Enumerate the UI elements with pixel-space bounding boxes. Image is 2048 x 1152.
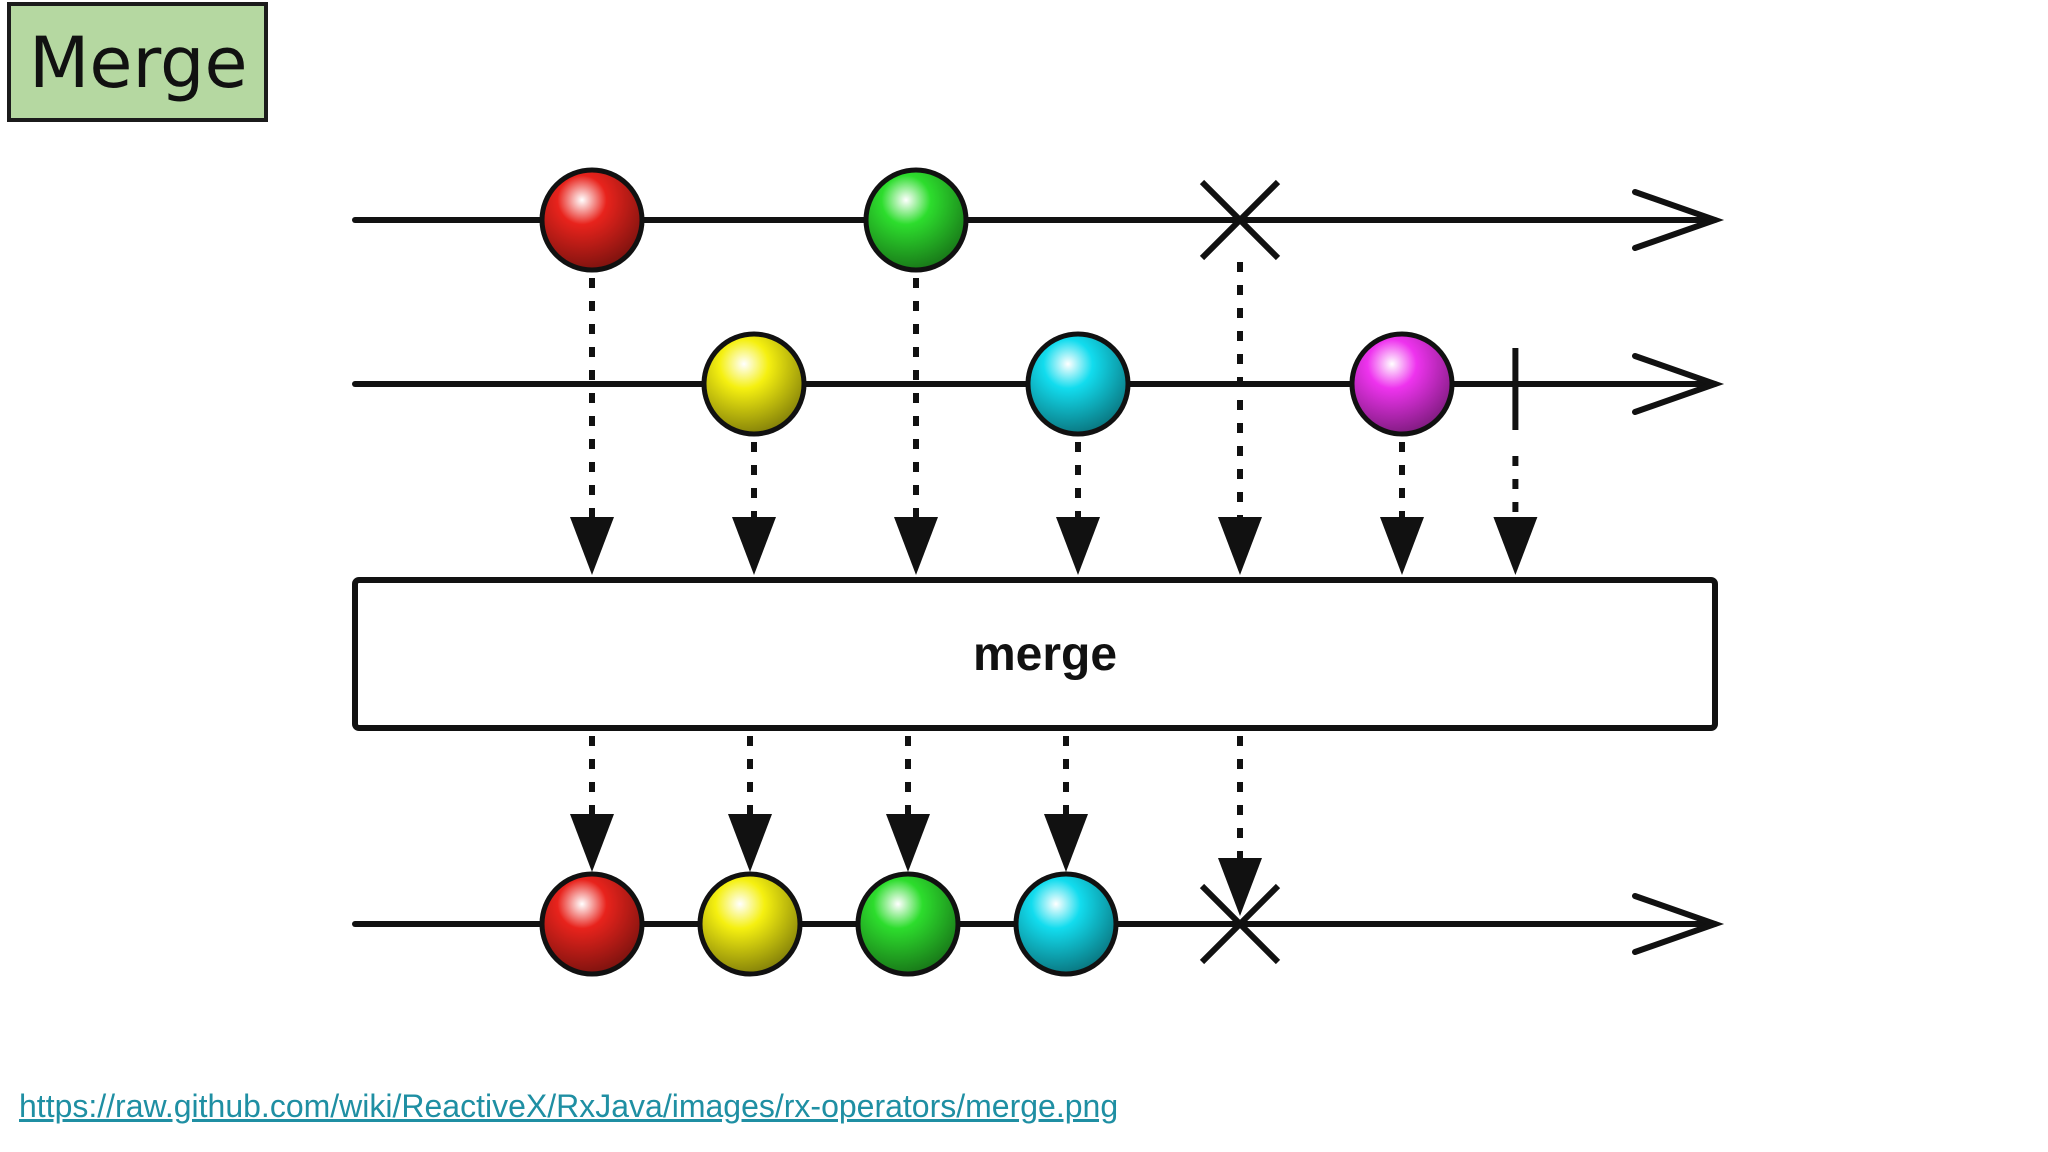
output-error-mark xyxy=(1199,883,1281,965)
output-arrow-4 xyxy=(1044,736,1088,872)
operator-box-layer: merge xyxy=(352,577,1718,731)
input-1-arrow-1 xyxy=(570,278,614,575)
input-2-marble-yellow xyxy=(701,331,807,437)
input-2-arrow-1 xyxy=(732,442,776,575)
input-1-error-mark xyxy=(1199,179,1281,261)
input-2-complete-arrow xyxy=(1493,456,1538,575)
output-marble-cyan xyxy=(1013,871,1119,977)
source-link[interactable]: https://raw.github.com/wiki/ReactiveX/Rx… xyxy=(19,1088,1119,1124)
output-error-arrow xyxy=(1218,736,1262,916)
input-1-arrow-2 xyxy=(894,278,938,575)
input-1-error-arrow xyxy=(1218,262,1262,575)
operator-box: merge xyxy=(352,577,1718,731)
output-marble-green xyxy=(855,871,961,977)
slide-title: Merge xyxy=(29,22,248,104)
input-2-arrow-3 xyxy=(1380,442,1424,575)
output-marble-red xyxy=(539,871,645,977)
operator-label: merge xyxy=(973,628,1117,681)
slide-title-box: Merge xyxy=(7,2,268,122)
output-arrow-3 xyxy=(886,736,930,872)
input-1-marble-green xyxy=(863,167,969,273)
timeline-layer xyxy=(352,189,1725,955)
output-arrow-1 xyxy=(570,736,614,872)
input-2-marble-cyan xyxy=(1025,331,1131,437)
output-arrow-2 xyxy=(728,736,772,872)
arrow-layer xyxy=(570,262,1538,916)
output-marble-yellow xyxy=(697,871,803,977)
input-2-arrow-2 xyxy=(1056,442,1100,575)
marble-layer xyxy=(539,167,1519,977)
input-2-marble-magenta xyxy=(1349,331,1455,437)
input-1-marble-red xyxy=(539,167,645,273)
